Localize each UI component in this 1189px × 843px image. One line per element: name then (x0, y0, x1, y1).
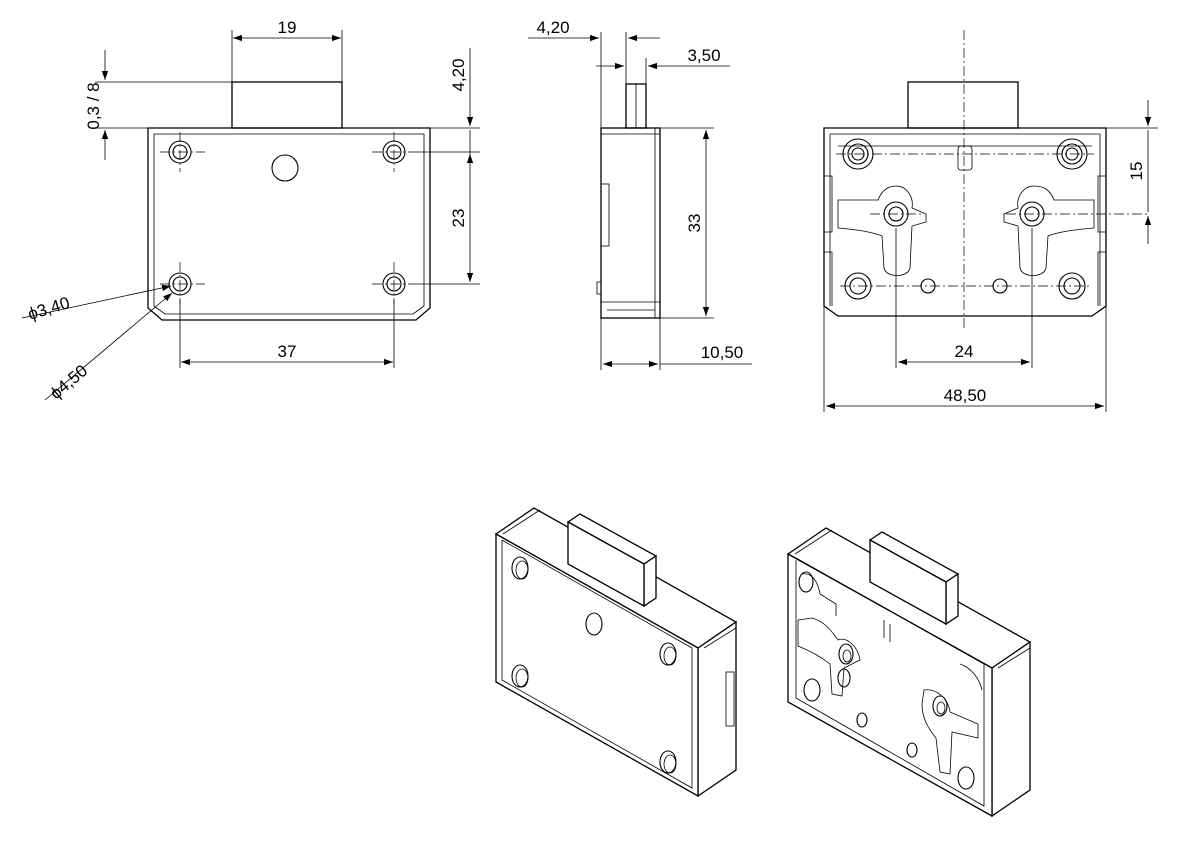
dim-hole-large: ϕ4,50 (46, 361, 91, 403)
back-keyhole-right (1003, 185, 1095, 276)
dim-side-height: 33 (685, 214, 704, 233)
leader-hole-small (21, 284, 172, 319)
side-body (600, 127, 661, 319)
dim-front-offset: 0,3 / 8 (84, 82, 103, 129)
dim-side-depth: 10,50 (701, 343, 744, 362)
dim-hole-small: ϕ3,40 (26, 293, 72, 324)
dim-side-bolt-offset: 4,20 (536, 18, 569, 37)
dim-back-width: 48,50 (944, 386, 987, 405)
front-body-inner (153, 133, 425, 315)
isometric-back-view (786, 527, 1032, 818)
dim-front-vertical: 23 (449, 209, 468, 228)
dim-front-width: 19 (278, 18, 297, 37)
dim-front-bolt-height: 4,20 (449, 58, 468, 91)
leader-hole-large (44, 292, 173, 401)
side-view: 4,20 3,50 33 10,50 (528, 18, 752, 370)
dim-back-keyhole-spacing: 24 (955, 342, 974, 361)
front-view: 19 0,3 / 8 4,20 23 37 ϕ3,40 ϕ4,50 (21, 18, 480, 403)
dim-side-bolt-width: 3,50 (687, 46, 720, 65)
back-view: 15 24 48,50 (823, 30, 1158, 412)
svg-text:ϕ4,50: ϕ4,50 (46, 361, 91, 403)
isometric-front-view (494, 507, 738, 798)
front-mounting-hole (160, 262, 205, 304)
front-mounting-hole (372, 132, 416, 172)
back-keyhole-left (837, 185, 927, 276)
back-bolt (907, 81, 1019, 129)
front-bolt (231, 81, 343, 129)
front-mounting-hole (160, 132, 205, 172)
dim-back-vertical: 15 (1127, 162, 1146, 181)
svg-text:ϕ3,40: ϕ3,40 (26, 293, 72, 324)
front-key-hole (271, 154, 299, 182)
front-mounting-hole (372, 262, 416, 304)
dim-front-horizontal: 37 (278, 342, 297, 361)
